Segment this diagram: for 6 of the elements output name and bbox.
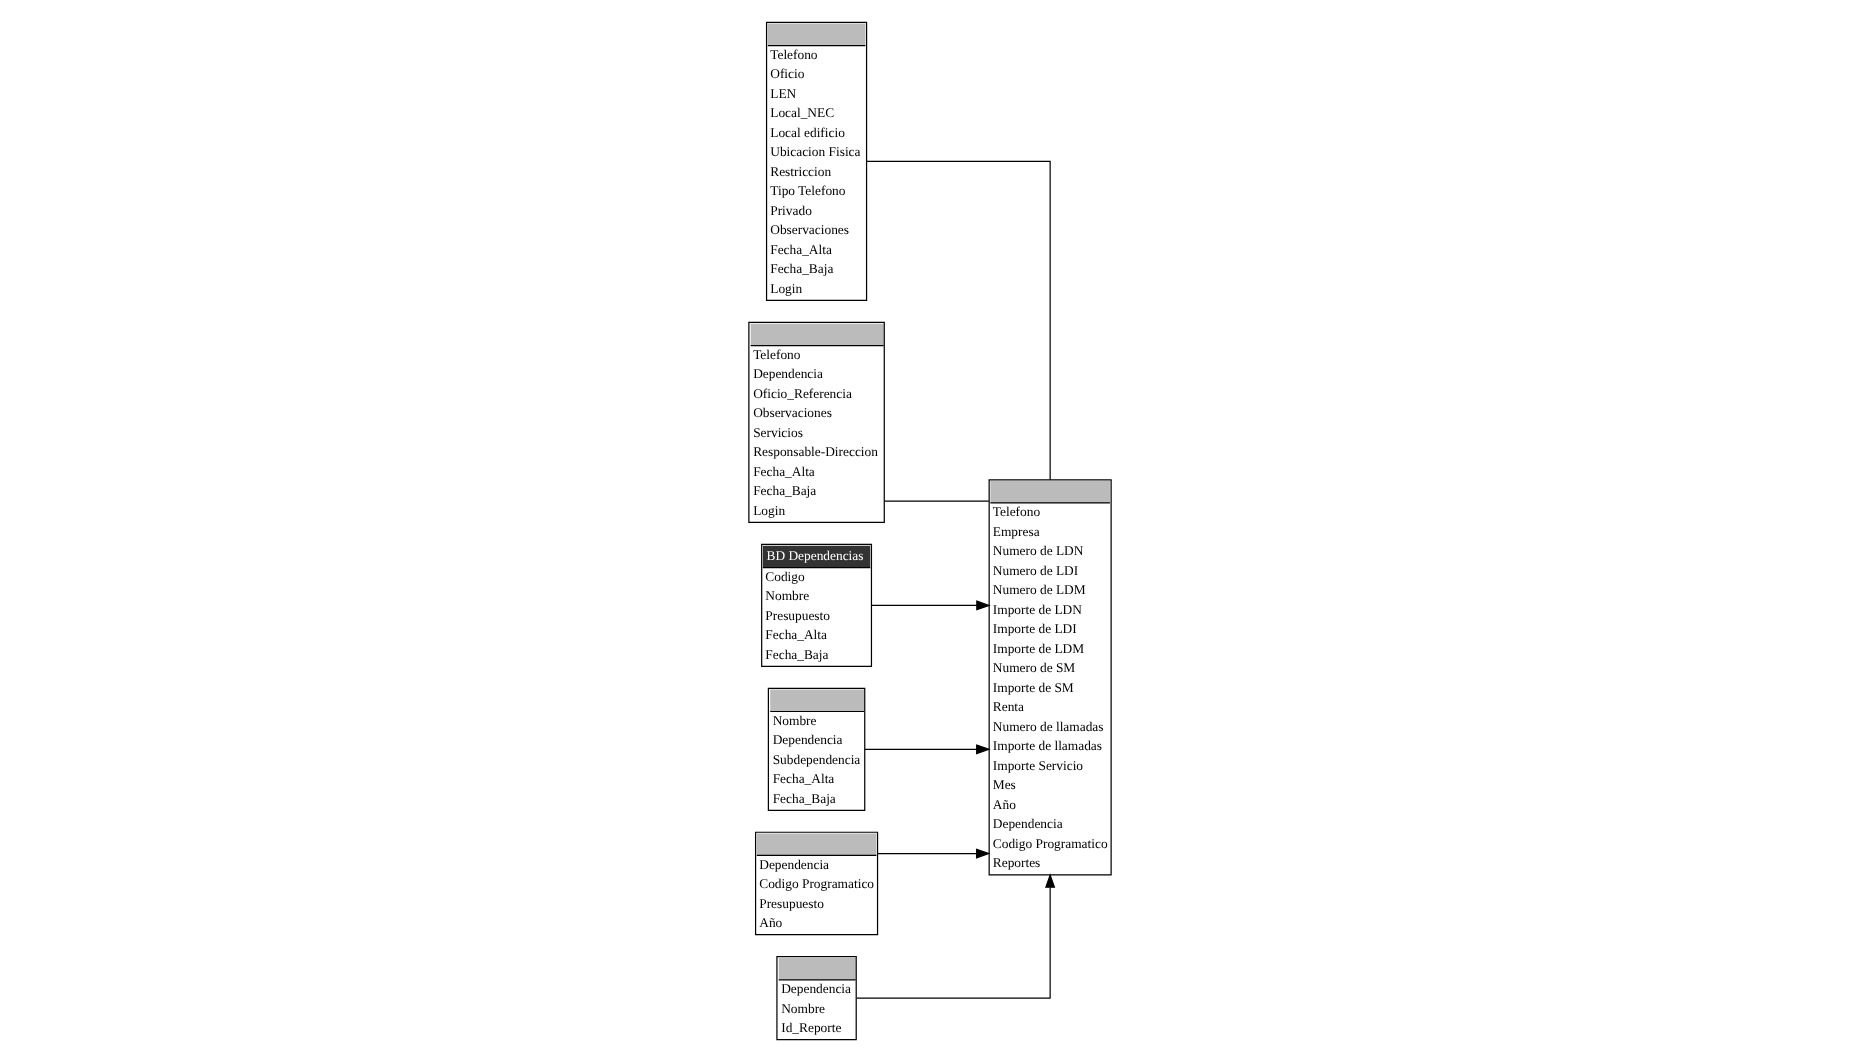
connector [882,500,989,502]
arrow [863,744,990,755]
arrow [870,600,990,611]
arrow [876,848,990,859]
arrow [855,873,1055,999]
connector [865,160,1050,481]
